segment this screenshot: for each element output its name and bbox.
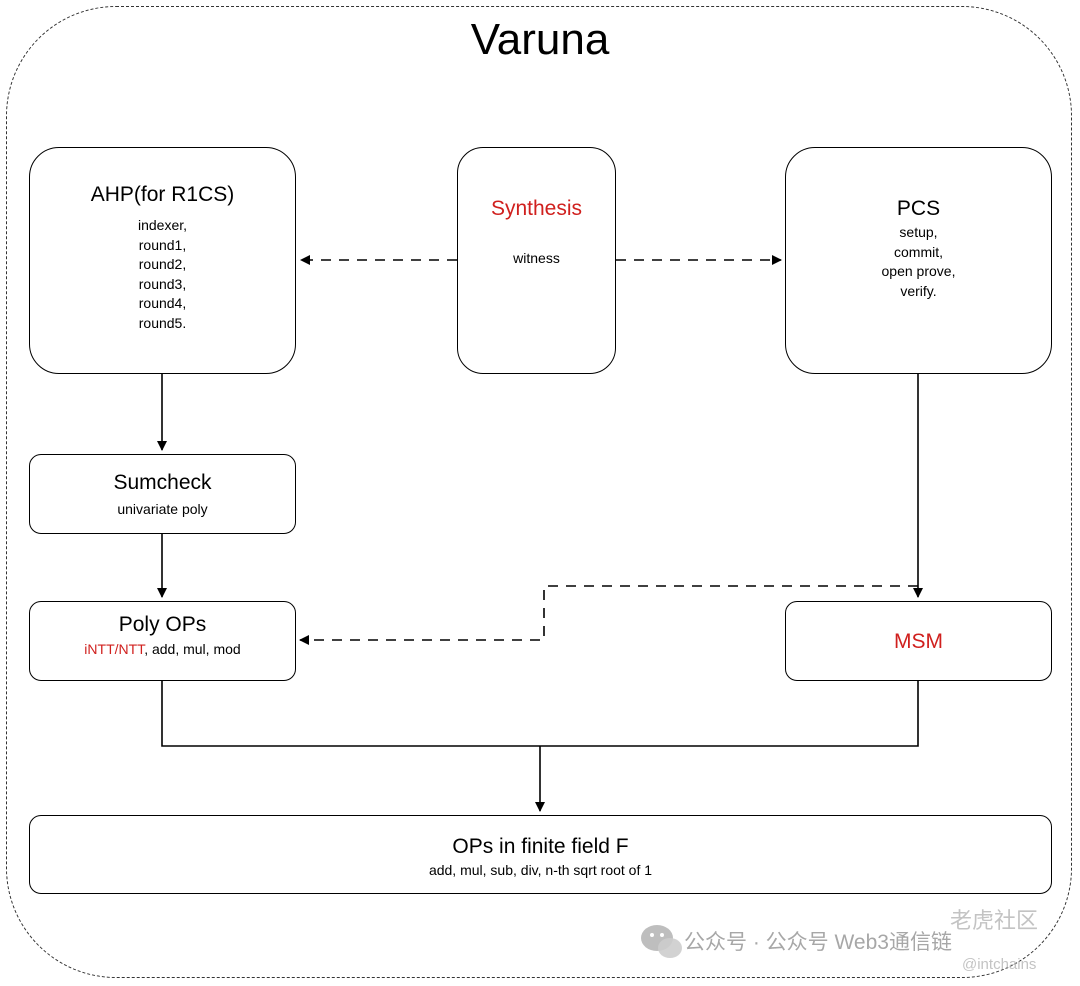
ahp-item: round5. [138,314,187,331]
poly-ops-title: Poly OPs [118,613,207,636]
watermark-right-bottom-text: @intchains [962,956,1037,973]
ahp-item: indexer, [137,217,188,233]
sumcheck-node: Sumcheck univariate poly [29,454,296,534]
poly-ops-ops-label: , add, mul, mod [144,641,241,657]
ahp-item: round2, [138,256,187,272]
poly-ops-ntt-label: iNTT/NTT [84,641,145,657]
diagram-title: Varuna [470,15,610,64]
finite-field-subtitle: add, mul, sub, div, n-th sqrt root of 1 [428,862,653,878]
ahp-item: round3, [138,275,187,292]
pcs-item: commit, [894,243,943,260]
arrow-msm-to-poly-ops [299,585,918,645]
pcs-item: open prove, [881,263,956,279]
pcs-item: setup, [899,224,938,240]
poly-ops-subtitle: iNTT/NTT, add, mul, mod [30,640,295,660]
ahp-node: AHP(for R1CS) indexer, round1, round2, r… [29,147,296,374]
ahp-item: round4, [138,295,187,311]
watermark-right-top-text: 老虎社区 [950,908,1039,933]
msm-node: MSM [785,601,1052,681]
msm-title: MSM [894,630,943,653]
ahp-item: round1, [138,236,187,253]
varuna-container [6,6,1072,978]
pcs-node: PCS setup, commit, open prove, verify. [785,147,1052,374]
watermark-left-text: 公众号 · 公众号 Web3通信链 [684,931,952,954]
sumcheck-title: Sumcheck [113,471,212,494]
sumcheck-subtitle: univariate poly [117,501,208,517]
pcs-title: PCS [896,197,941,220]
synthesis-subtitle: witness [513,250,560,266]
finite-field-title: OPs in finite field F [452,835,629,858]
synthesis-node: Synthesis witness [457,147,616,374]
synthesis-title: Synthesis [490,197,583,220]
poly-ops-node: Poly OPs iNTT/NTT, add, mul, mod [29,601,296,681]
ahp-title: AHP(for R1CS) [90,183,235,206]
pcs-item: verify. [900,282,937,299]
finite-field-node: OPs in finite field F add, mul, sub, div… [29,815,1052,894]
